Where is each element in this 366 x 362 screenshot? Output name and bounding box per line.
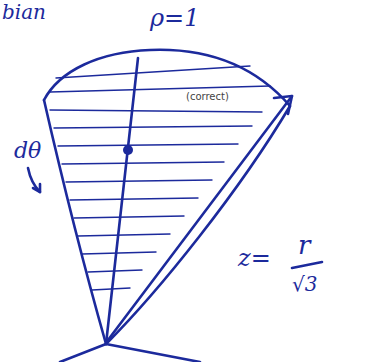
- fraction-numerator: r: [298, 232, 310, 258]
- angle-label: dθ: [14, 140, 41, 162]
- cut-off-heading: bian: [2, 2, 46, 22]
- correction-note: (correct): [186, 92, 229, 102]
- equation-label: z=: [238, 246, 271, 270]
- radius-label: ρ=1: [150, 6, 200, 30]
- fraction-denominator: √3: [292, 274, 317, 294]
